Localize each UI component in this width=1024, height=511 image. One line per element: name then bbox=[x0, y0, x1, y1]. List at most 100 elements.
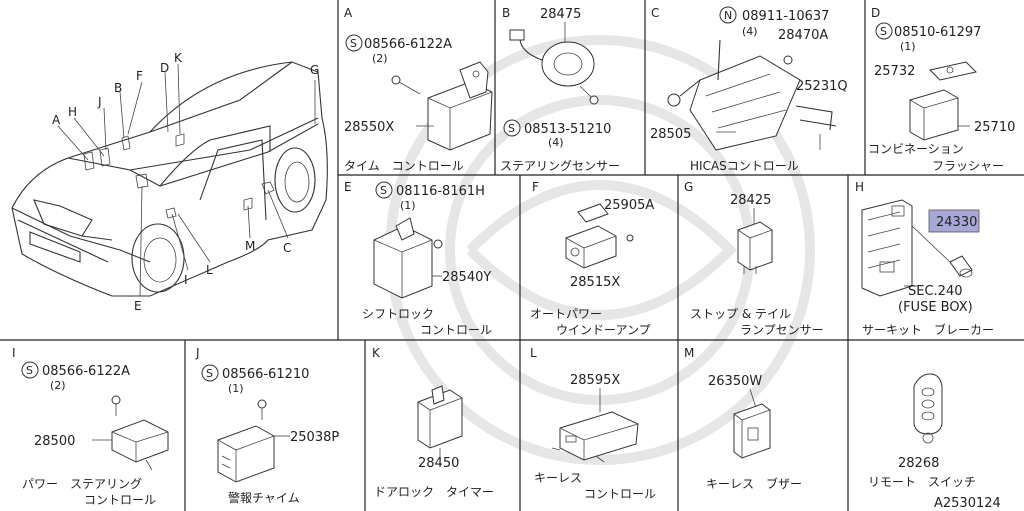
screw-qty: (1) bbox=[900, 40, 916, 53]
screw-symbol: S bbox=[880, 25, 887, 38]
keyless-control-unit-icon bbox=[551, 411, 639, 463]
shift-lock-control-icon bbox=[373, 217, 443, 299]
power-window-amp-icon bbox=[565, 203, 634, 269]
screw-qty: (4) bbox=[548, 136, 564, 149]
lamp-sensor-icon bbox=[737, 221, 773, 274]
panel-c: C N 08911-10637 (4) 28470A 25231Q 28505 … bbox=[650, 6, 848, 173]
panel-m: M 26350W キーレス ブザー bbox=[684, 346, 802, 491]
combination-flasher-icon bbox=[909, 61, 977, 141]
fuse-box-icon bbox=[861, 199, 913, 297]
location-letter-e: E bbox=[134, 299, 142, 313]
part-number-unit: 28505 bbox=[650, 127, 691, 142]
panel-caption-line1: キーレス bbox=[534, 471, 582, 485]
part-number-bolt: 28470A bbox=[778, 28, 828, 43]
screw-symbol: S bbox=[26, 364, 33, 377]
location-letter-m: M bbox=[245, 239, 255, 253]
part-number: 28500 bbox=[34, 434, 75, 449]
diagram-code: A2530124 bbox=[934, 496, 1001, 511]
screw-code: 08510-61297 bbox=[894, 25, 981, 40]
panel-caption-line2: コントロール bbox=[420, 323, 492, 337]
panel-caption: HICASコントロール bbox=[690, 159, 799, 173]
screw-qty: (1) bbox=[228, 382, 244, 395]
panel-h: H 24330 SEC.240 (FUSE BOX) サーキット ブレーカー bbox=[855, 180, 994, 337]
panel-caption-line1: パワー ステアリング bbox=[22, 477, 142, 491]
panel-caption-line1: オートパワー bbox=[530, 307, 602, 321]
reference-line1: SEC.240 bbox=[908, 284, 963, 299]
screw-qty: (1) bbox=[400, 199, 416, 212]
location-letter-g: G bbox=[310, 63, 319, 77]
panel-caption: 警報チャイム bbox=[228, 490, 300, 505]
part-number-top: 28475 bbox=[540, 7, 581, 22]
panel-caption-line2: ランプセンサー bbox=[740, 323, 824, 337]
keyless-buzzer-icon bbox=[733, 403, 771, 459]
part-number: 24330 bbox=[936, 215, 977, 230]
nut-code: 08911-10637 bbox=[742, 9, 829, 24]
panel-letter: K bbox=[372, 346, 381, 360]
reference-line2: (FUSE BOX) bbox=[898, 300, 973, 315]
panel-i: I S 08566-6122A (2) 28500 パワー ステアリング コント… bbox=[12, 346, 169, 507]
panel-letter: F bbox=[532, 180, 539, 194]
location-letter-d: D bbox=[160, 61, 169, 75]
panel-letter: B bbox=[502, 6, 510, 20]
circuit-breaker-icon bbox=[949, 255, 973, 278]
car-overview: A B C D E F G H I J K L M bbox=[11, 51, 328, 313]
part-number: 28425 bbox=[730, 193, 771, 208]
panel-caption: リモート スイッチ bbox=[868, 475, 976, 489]
screw-symbol-icon bbox=[201, 364, 219, 382]
timer-control-unit-icon bbox=[391, 61, 493, 151]
panel-f: F 25905A 28515X オートパワー ウインドーアンプ bbox=[530, 180, 654, 337]
panel-caption-line1: ストップ & テイル bbox=[690, 307, 791, 321]
screw-code: 08566-61210 bbox=[222, 367, 309, 382]
panel-caption-line2: ウインドーアンプ bbox=[556, 323, 651, 337]
screw-symbol-icon bbox=[345, 34, 363, 52]
location-letter-f: F bbox=[136, 69, 143, 83]
part-number: 28268 bbox=[898, 456, 939, 471]
panel-caption: サーキット ブレーカー bbox=[862, 322, 994, 337]
part-number-bracket: 25732 bbox=[874, 64, 915, 79]
panel-letter: E bbox=[344, 180, 352, 194]
panel-caption-line1: コンビネーション bbox=[868, 142, 964, 156]
remote-switch-icon bbox=[913, 373, 943, 444]
part-number: 28540Y bbox=[442, 270, 491, 285]
screw-symbol: S bbox=[350, 37, 357, 50]
panel-letter: M bbox=[684, 346, 694, 360]
panel-l: L 28595X キーレス コントロール bbox=[530, 346, 656, 501]
location-letter-i: I bbox=[184, 273, 188, 287]
screw-symbol: S bbox=[206, 367, 213, 380]
panel-remote: 28268 リモート スイッチ A2530124 bbox=[868, 373, 1001, 511]
panel-letter: H bbox=[855, 180, 864, 194]
panel-caption: ステアリングセンサー bbox=[500, 159, 620, 173]
part-number: 28450 bbox=[418, 456, 459, 471]
panel-caption: タイム コントロール bbox=[344, 159, 464, 173]
location-letter-c: C bbox=[283, 241, 291, 255]
steering-sensor-icon bbox=[509, 29, 599, 105]
highlight-box bbox=[928, 209, 980, 233]
location-letter-a: A bbox=[52, 113, 61, 127]
panel-k: K 28450 ドアロック タイマー bbox=[372, 346, 494, 499]
part-number: 25038P bbox=[290, 430, 339, 445]
panel-b: B 28475 S 08513-51210 (4) ステアリングセンサー bbox=[500, 6, 620, 173]
screw-symbol: S bbox=[380, 184, 387, 197]
screw-qty: (2) bbox=[50, 379, 66, 392]
part-number: 28550X bbox=[344, 120, 394, 135]
panel-caption-line2: フラッシャー bbox=[932, 159, 1004, 173]
panel-caption-line2: コントロール bbox=[84, 493, 156, 507]
panel-letter: J bbox=[195, 346, 200, 360]
location-letter-h: H bbox=[68, 105, 77, 119]
door-lock-timer-icon bbox=[417, 385, 463, 449]
screw-symbol-icon bbox=[21, 361, 39, 379]
screw-symbol: S bbox=[508, 122, 515, 135]
panel-letter: C bbox=[651, 6, 659, 20]
panel-j: J S 08566-61210 (1) 25038P 警報チャイム bbox=[195, 346, 339, 505]
car-body-outline bbox=[11, 61, 328, 297]
panel-letter: I bbox=[12, 346, 16, 360]
panel-caption: ドアロック タイマー bbox=[374, 485, 494, 499]
part-number-bracket: 25905A bbox=[604, 198, 654, 213]
part-number: 28515X bbox=[570, 275, 620, 290]
panel-e: E S 08116-8161H (1) 28540Y シフトロック コントロール bbox=[344, 180, 492, 337]
panel-letter: L bbox=[530, 346, 537, 360]
location-letter-j: J bbox=[97, 95, 102, 109]
location-letter-b: B bbox=[114, 81, 122, 95]
